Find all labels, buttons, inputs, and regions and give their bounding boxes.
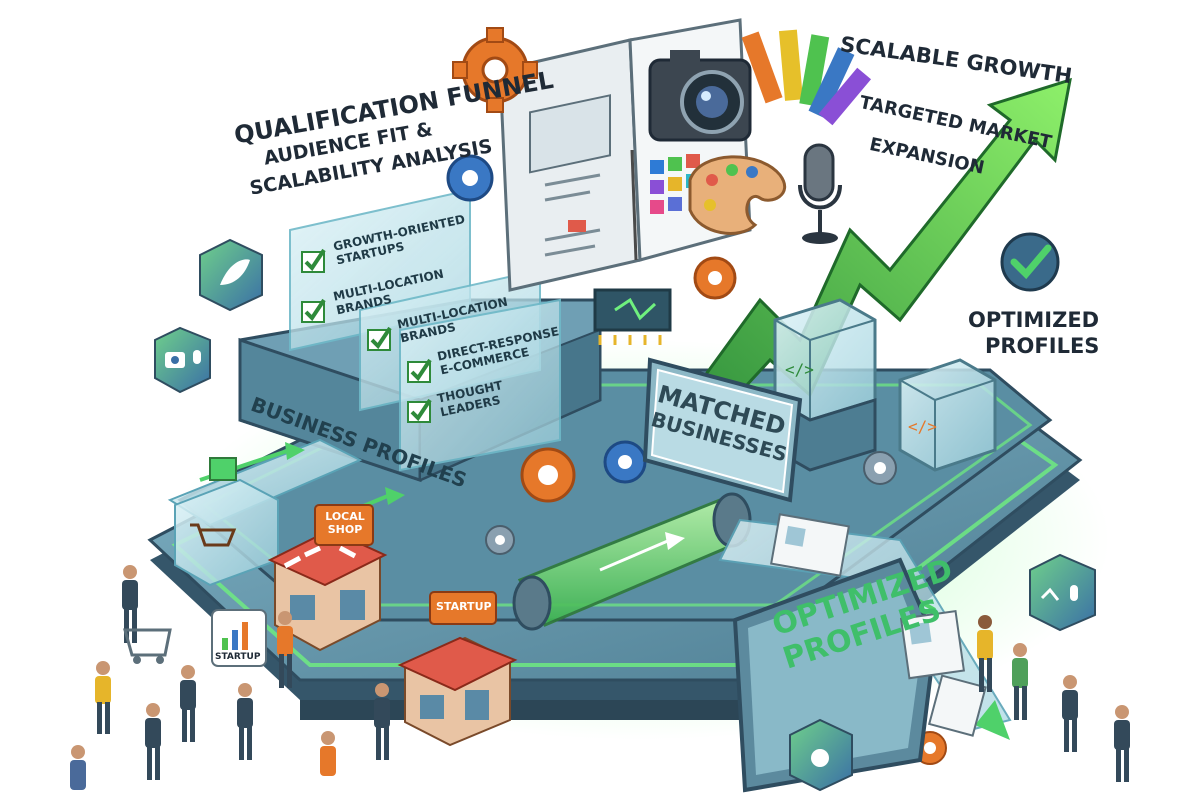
- criteria-checkmarks: [301, 248, 432, 423]
- shopping-cart-icon: [174, 457, 279, 587]
- check-icon: [407, 358, 432, 383]
- people-group-right: [977, 615, 1130, 782]
- local-label: LOCAL: [325, 510, 365, 523]
- optimized-profiles-title-line1: OPTIMIZED: [968, 308, 1100, 332]
- color-grid: [650, 154, 700, 214]
- check-badge-icon: [1000, 232, 1060, 292]
- startup-bubble-label: STARTUP: [215, 652, 261, 662]
- criteria-panels: [289, 188, 561, 472]
- audio-cube-icon: [1029, 553, 1096, 632]
- color-swatch-icon: [741, 29, 872, 126]
- startup-sign: STARTUP: [436, 600, 492, 613]
- shop-icon: [267, 504, 388, 652]
- feather-cube-icon: [199, 238, 263, 312]
- gear-icon: [485, 525, 515, 555]
- gear-icon: [446, 154, 494, 202]
- code-icon: </>: [898, 358, 997, 472]
- check-icon: [301, 248, 326, 273]
- shop-label: SHOP: [327, 523, 363, 536]
- gear-icon: [863, 451, 897, 485]
- document-icon: [899, 609, 966, 680]
- document-icon: [927, 674, 987, 737]
- shop-icon: [397, 591, 518, 747]
- people-group-left: [70, 565, 390, 790]
- optimized-profiles-panel-shape: [732, 557, 938, 793]
- local-shop-sign: LOCAL SHOP: [322, 510, 368, 536]
- gear-icon: [693, 256, 737, 300]
- svg-text:</>: </>: [785, 360, 814, 379]
- camera-cube-icon: [154, 326, 211, 394]
- check-icon: [301, 298, 326, 323]
- chip-icon: [593, 288, 672, 345]
- document-icon: [770, 513, 850, 577]
- palette-icon: [688, 155, 787, 235]
- brain-cube-icon: [789, 718, 853, 792]
- check-icon: [367, 326, 392, 351]
- optimized-profiles-title-line2: PROFILES: [985, 334, 1100, 358]
- gear-icon: [452, 27, 538, 113]
- check-icon: [407, 398, 432, 423]
- gear-icon: [603, 440, 647, 484]
- camera-icon: [648, 50, 752, 142]
- gear-icon: [520, 447, 576, 503]
- microphone-icon: [798, 143, 842, 244]
- svg-text:</>: </>: [908, 417, 937, 436]
- startup-chart-bubble: [211, 609, 267, 667]
- matched-businesses-panel-shape: [642, 357, 803, 503]
